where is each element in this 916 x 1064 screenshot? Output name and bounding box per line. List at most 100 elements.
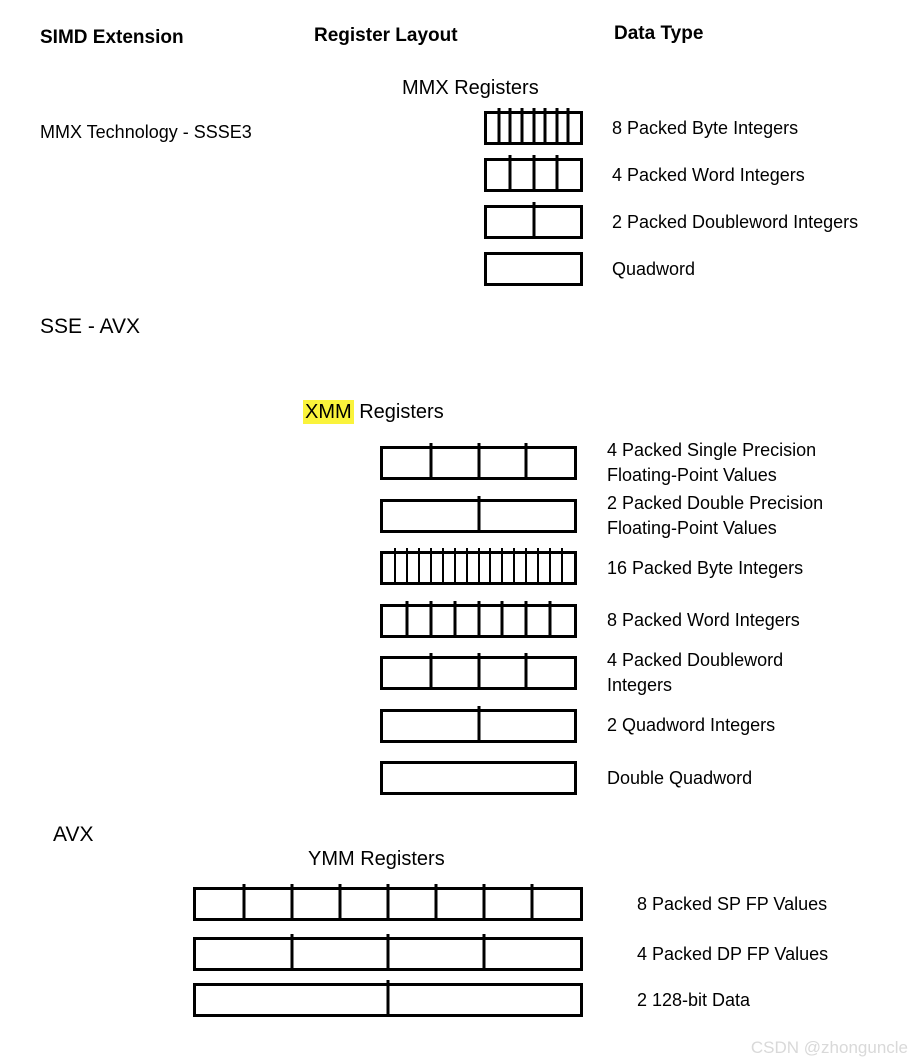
register-row: 16 Packed Byte Integers	[380, 548, 823, 585]
register-group-title-ymm: YMM Registers	[308, 848, 445, 871]
cell-divider	[524, 653, 528, 690]
register-row: 2 Packed Doubleword Integers	[484, 202, 858, 239]
cell-divider	[561, 548, 564, 585]
cell-divider	[532, 108, 535, 145]
cell-divider	[477, 653, 480, 690]
register-type-label: 4 Packed DP FP Values	[637, 942, 828, 967]
cell-divider	[482, 884, 486, 921]
register-type-label-line: 4 Packed DP FP Values	[637, 943, 829, 964]
register-row: 8 Packed Byte Integers	[484, 108, 858, 145]
extension-label-avx: AVX	[53, 823, 94, 846]
cell-divider	[482, 934, 486, 971]
register-rows-mmx: 8 Packed Byte Integers 4 Packed Word Int…	[484, 108, 858, 299]
cell-divider	[386, 884, 390, 921]
cell-divider	[532, 202, 535, 239]
register-type-label: 8 Packed SP FP Values	[637, 892, 827, 917]
extension-label-mmx: MMX Technology - SSSE3	[40, 122, 252, 142]
register-group-text: YMM Registers	[308, 848, 445, 870]
cell-divider	[555, 155, 559, 192]
register-row: 8 Packed SP FP Values	[193, 884, 828, 921]
cell-divider	[489, 548, 492, 585]
cell-divider	[465, 548, 468, 585]
register-type-label: 16 Packed Byte Integers	[607, 556, 803, 581]
cell-divider	[501, 548, 504, 585]
cell-divider	[548, 600, 552, 638]
register-type-label: 2 128-bit Data	[637, 988, 750, 1013]
register-type-label: 8 Packed Word Integers	[607, 608, 800, 633]
cell-divider	[543, 108, 547, 145]
cell-divider	[434, 884, 438, 921]
cell-divider	[393, 548, 396, 585]
cell-divider	[532, 155, 535, 192]
register-box	[380, 495, 577, 533]
register-box	[193, 934, 583, 971]
register-type-label: 2 Packed Doubleword Integers	[612, 210, 858, 235]
cell-divider	[290, 934, 294, 971]
register-type-label-line: 2 Packed Double Precision	[607, 492, 824, 513]
header-data-type: Data Type	[614, 23, 704, 44]
register-box	[380, 653, 577, 690]
cell-divider	[429, 443, 433, 480]
cell-divider	[477, 600, 480, 638]
register-box	[380, 761, 577, 795]
cell-divider	[429, 653, 433, 690]
cell-divider	[453, 600, 457, 638]
cell-divider	[417, 548, 420, 585]
register-row: 8 Packed Word Integers	[380, 600, 823, 638]
register-group-text: Registers	[353, 401, 444, 423]
register-type-label-line: 2 Quadword Integers	[607, 715, 776, 735]
cell-divider	[242, 884, 246, 921]
register-box	[380, 600, 577, 638]
register-row: 2 128-bit Data	[193, 980, 828, 1017]
register-group-highlight: XMM	[303, 400, 354, 424]
register-type-label: 2 Quadword Integers	[607, 713, 775, 738]
register-type-label: 8 Packed Byte Integers	[612, 116, 798, 141]
register-box	[380, 705, 577, 743]
register-type-label-line: 8 Packed Byte Integers	[612, 117, 799, 138]
register-row: Quadword	[484, 252, 858, 286]
register-box	[193, 884, 583, 921]
cell-divider	[530, 884, 534, 921]
register-row: 4 Packed DP FP Values	[193, 934, 828, 971]
cell-divider	[429, 548, 432, 585]
cell-divider	[513, 548, 516, 585]
header-register-layout: Register Layout	[314, 25, 458, 46]
header-simd-extension: SIMD Extension	[40, 27, 184, 48]
register-box	[484, 252, 583, 286]
register-type-label-line: Double Quadword	[607, 767, 753, 788]
cell-divider	[386, 980, 390, 1017]
register-type-label-line: 4 Packed Doubleword	[607, 650, 784, 670]
register-box	[484, 108, 583, 145]
register-type-label-line: 8 Packed SP FP Values	[637, 893, 828, 914]
register-box	[193, 980, 583, 1017]
register-type-label-line: 16 Packed Byte Integers	[607, 557, 804, 578]
register-rows-ymm: 8 Packed SP FP Values 4 Packed DP FP Val…	[193, 884, 828, 1033]
cell-divider	[549, 548, 552, 585]
cell-divider	[386, 934, 390, 971]
register-row: 2 Quadword Integers	[380, 705, 823, 743]
cell-divider	[537, 548, 540, 585]
register-type-label-line: Quadword	[612, 258, 696, 279]
cell-divider	[290, 884, 294, 921]
cell-divider	[477, 548, 480, 585]
register-type-label: Double Quadword	[607, 766, 752, 791]
cell-divider	[508, 108, 512, 145]
cell-divider	[524, 443, 528, 480]
cell-divider	[477, 705, 480, 743]
cell-divider	[477, 495, 480, 533]
cell-divider	[555, 108, 559, 145]
register-type-label-line: Integers	[607, 675, 673, 695]
watermark: CSDN @zhonguncle	[750, 1038, 908, 1057]
register-type-label-line: Floating-Point Values	[607, 465, 777, 485]
register-group-title-mmx: MMX Registers	[402, 77, 539, 100]
register-box	[484, 202, 583, 239]
cell-divider	[524, 600, 528, 638]
cell-divider	[477, 443, 480, 480]
